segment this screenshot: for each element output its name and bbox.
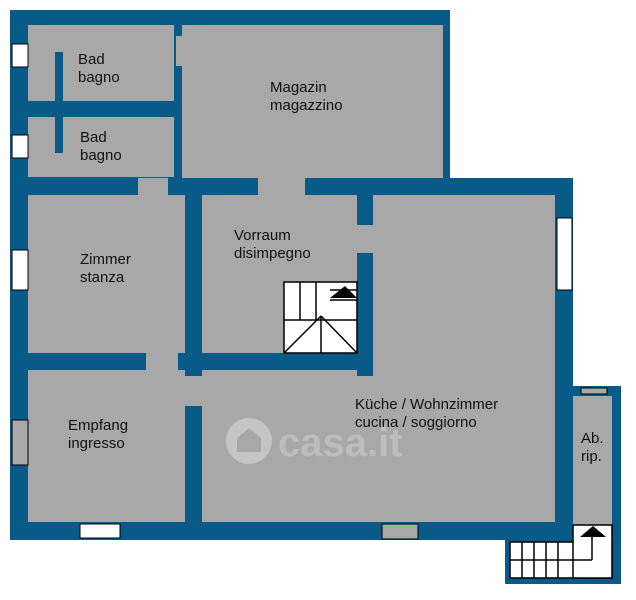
door-empfang-kueche	[184, 376, 204, 406]
window	[11, 134, 29, 159]
room-zimmer	[28, 195, 185, 353]
wall-stub	[357, 353, 373, 376]
window	[556, 217, 573, 291]
room-label-empfang: Empfang	[68, 417, 128, 434]
room-empfang	[28, 370, 185, 522]
room-abstell	[573, 396, 612, 525]
room-bad-2	[28, 117, 174, 177]
room-label-abstell-it: rip.	[581, 448, 602, 465]
house-icon	[237, 428, 261, 452]
opening-kueche	[357, 376, 373, 468]
watermark-text: casa.it	[278, 421, 403, 465]
room-label-magazin: Magazin	[270, 79, 327, 96]
window	[580, 387, 608, 395]
door-zimmer	[138, 178, 168, 196]
room-label-vorraum-it: disimpegno	[234, 245, 311, 262]
room-label-bad-1-it: bagno	[78, 69, 120, 86]
room-label-kueche: Küche / Wohnzimmer	[355, 396, 498, 413]
room-label-kueche-it: cucina / soggiorno	[355, 414, 477, 431]
room-label-empfang-it: ingresso	[68, 435, 125, 452]
staircase-icon	[283, 281, 358, 354]
room-label-vorraum: Vorraum	[234, 227, 291, 244]
room-label-bad-2: Bad	[80, 129, 107, 146]
door-vorraum-kueche	[356, 225, 374, 253]
door-magazin-vorraum	[258, 178, 305, 196]
room-label-bad-2-it: bagno	[80, 147, 122, 164]
room-label-zimmer: Zimmer	[80, 251, 131, 268]
watermark: casa.it	[226, 418, 403, 465]
door-empfang	[146, 352, 178, 372]
room-bad-1	[28, 25, 174, 101]
staircase-icon	[509, 524, 613, 579]
room-kueche-extension	[202, 370, 374, 522]
window	[11, 419, 29, 466]
room-label-zimmer-it: stanza	[80, 269, 125, 286]
room-kueche	[373, 195, 555, 522]
room-label-bad-1: Bad	[78, 51, 105, 68]
room-magazin	[182, 25, 443, 178]
window	[381, 523, 419, 540]
window	[11, 249, 29, 291]
window	[79, 523, 121, 539]
window	[11, 43, 29, 68]
room-label-magazin-it: magazzino	[270, 97, 343, 114]
door-magazin	[176, 36, 184, 66]
partition-wall	[55, 52, 63, 153]
room-label-abstell: Ab.	[581, 430, 604, 447]
